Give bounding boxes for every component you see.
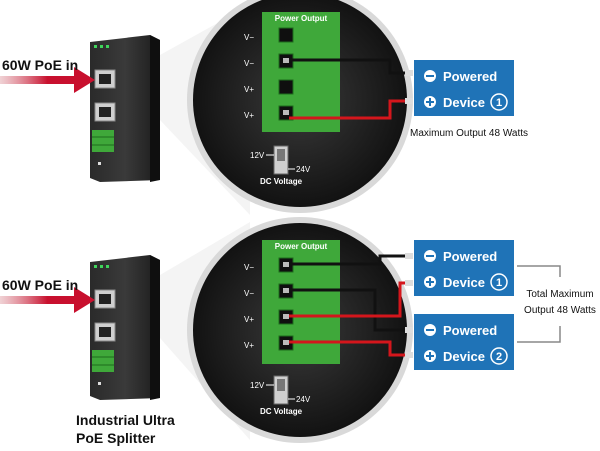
switch-12v: 12V: [250, 151, 265, 160]
terminal-label-1: V−: [244, 33, 254, 42]
poe-input-label: 60W PoE in: [2, 277, 78, 293]
device-number: 2: [496, 351, 502, 363]
terminal-label-2: V−: [244, 59, 254, 68]
switch-12v: 12V: [250, 381, 265, 390]
terminal-label-2: V−: [244, 289, 254, 298]
power-output-panel: [262, 12, 340, 132]
bracket-caption-1: Total Maximum: [526, 289, 593, 300]
device-number: 1: [496, 97, 502, 109]
device-line1: Powered: [443, 249, 497, 264]
terminal-slot-1: [278, 27, 294, 43]
terminal-label-1: V−: [244, 263, 254, 272]
product-name-line2: PoE Splitter: [76, 430, 156, 446]
switch-24v: 24V: [296, 395, 311, 404]
device-number: 1: [496, 277, 502, 289]
panel-title: Power Output: [275, 14, 328, 23]
poe-input-label: 60W PoE in: [2, 57, 78, 73]
terminal-block: [92, 350, 114, 372]
powered-device-1: Powered Device 1: [414, 60, 514, 116]
device-line2: Device: [443, 95, 485, 110]
power-output-panel: [262, 240, 340, 364]
wire-pos-device2: [289, 340, 410, 357]
bracket-caption-2: Output 48 Watts: [524, 305, 596, 316]
max-output-caption: Maximum Output 48 Watts: [410, 128, 528, 139]
terminal-block: [92, 130, 114, 152]
wire-neg-device1: [289, 254, 410, 266]
switch-caption: DC Voltage: [260, 177, 303, 186]
device-line1: Powered: [443, 69, 497, 84]
product-name-line1: Industrial Ultra: [76, 412, 175, 428]
wire-neg-device2: [289, 288, 410, 332]
switch-caption: DC Voltage: [260, 407, 303, 416]
terminal-label-3: V+: [244, 85, 254, 94]
powered-device-2: Powered Device 2: [414, 314, 514, 370]
wire-negative: [289, 58, 410, 75]
device-line2: Device: [443, 349, 485, 364]
terminal-label-4: V+: [244, 111, 254, 120]
panel-title: Power Output: [275, 242, 328, 251]
powered-device-1: Powered Device 1: [414, 240, 514, 296]
terminal-slot-3: [278, 79, 294, 95]
splitter-device: [90, 35, 160, 182]
terminal-label-3: V+: [244, 315, 254, 324]
wire-positive: [289, 99, 410, 120]
device-line1: Powered: [443, 323, 497, 338]
top-diagram: 60W PoE in Power Output V− V− V+ V+ 12V …: [0, 0, 528, 215]
device-line2: Device: [443, 275, 485, 290]
poe-input-arrow: [0, 287, 95, 313]
total-bracket: [517, 265, 561, 343]
splitter-device: [90, 255, 160, 400]
bottom-diagram: 60W PoE in Power Output V− V− V+ V+ 12V …: [0, 217, 596, 443]
terminal-label-4: V+: [244, 341, 254, 350]
switch-24v: 24V: [296, 165, 311, 174]
poe-input-arrow: [0, 67, 95, 93]
